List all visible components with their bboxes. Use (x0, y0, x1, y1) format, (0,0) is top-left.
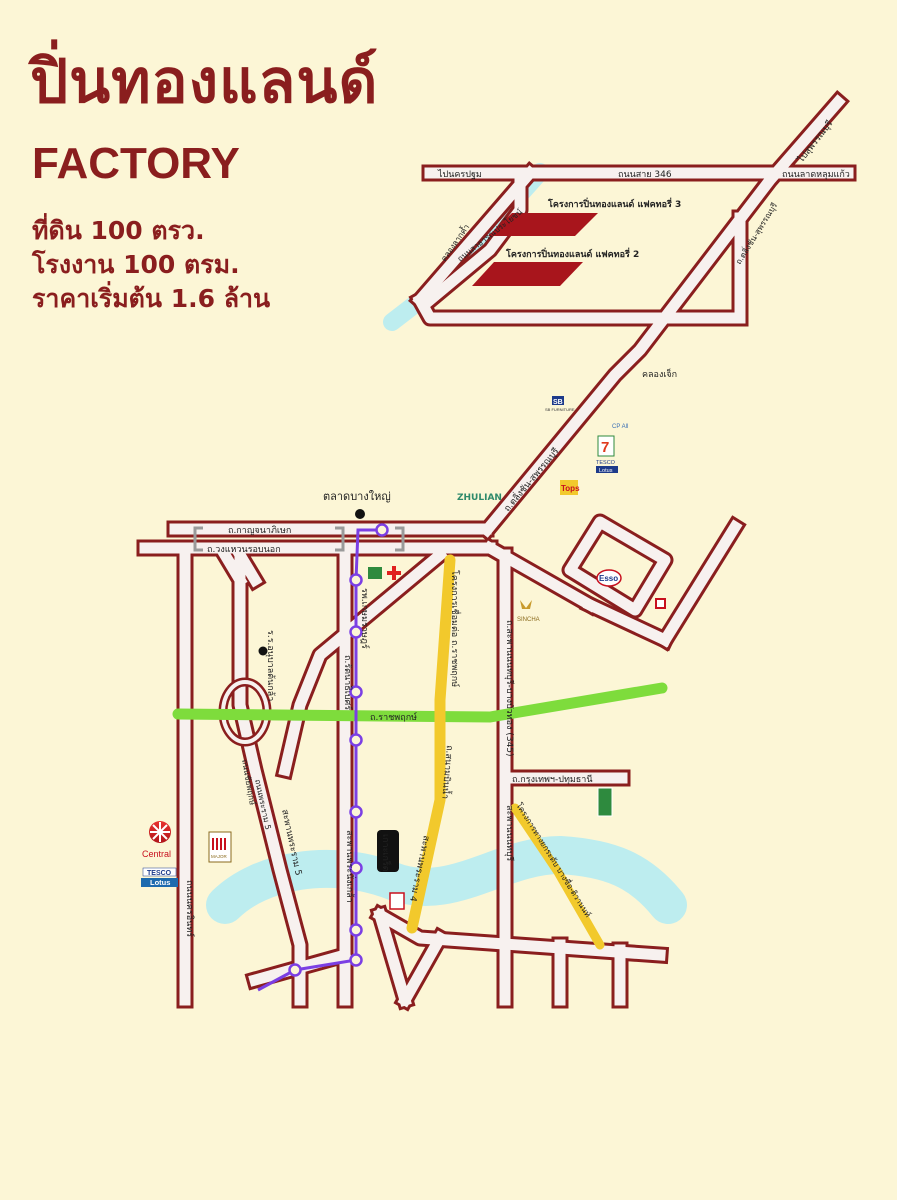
label-rattanathibet: ถ.รัตนาธิเบศร์ (342, 655, 354, 710)
spec-price: ราคาเริ่มต้น 1.6 ล้าน (32, 284, 271, 313)
tops-logo: Tops (560, 480, 580, 495)
label-nonthaburi-345: ถ.สะพานนนทบุรี-บางบัวทอง (345) (504, 620, 515, 757)
spec-factory: โรงงาน 100 ตรม. (32, 250, 240, 279)
factory-3-marker[interactable] (488, 213, 598, 236)
school-dot (258, 646, 268, 656)
purple-stations (288, 523, 389, 977)
brand-subtitle: FACTORY (32, 139, 240, 188)
svg-text:TESCO: TESCO (596, 460, 616, 466)
esso-logo: Esso (596, 569, 622, 587)
shell-icon (655, 598, 666, 609)
label-nakhon-in: ถนนนครอินทร์ (184, 880, 196, 937)
label-pathum-thani: ถ.กรุงเทพฯ-ปทุมธานี (512, 774, 593, 785)
label-hospital: รพ.เกษมราษฎร์ (359, 588, 371, 649)
svg-text:Tops: Tops (561, 484, 580, 493)
label-factory-3[interactable]: โครงการปิ่นทองแลนด์ แฟคทอรี่ 3 (547, 197, 681, 210)
label-factory-2[interactable]: โครงการปิ่นทองแลนด์ แฟคทอรี่ 2 (505, 247, 639, 260)
expressway-line-2 (510, 803, 605, 950)
svg-text:MAJOR: MAJOR (211, 854, 228, 859)
bang-yai-market-dot (355, 509, 365, 519)
label-ratchaphruek-ext: โครงการเชื่อมต่อ ถ.ราชพฤกษ์ (449, 570, 462, 687)
label-zhulian: ZHULIAN (457, 493, 502, 503)
factory-2-marker[interactable] (472, 262, 583, 286)
label-road-346: ถนนสาย 346 (618, 170, 672, 180)
svg-text:Lotus: Lotus (599, 468, 613, 474)
svg-text:Esso: Esso (599, 574, 618, 583)
svg-text:SB FURNITURE: SB FURNITURE (545, 407, 575, 412)
svg-text:CP All: CP All (612, 424, 628, 430)
spec-land: ที่ดิน 100 ตรว. (32, 216, 205, 245)
expressway-line (406, 554, 456, 934)
m-logo-icon (389, 892, 405, 910)
label-khlong-chek: คลองเจ็ก (642, 367, 677, 380)
tesco-lotus-logo: TESCO Lotus (141, 867, 178, 887)
label-kanchanaphisek: ถ.กาญจนาภิเษก (228, 525, 291, 536)
ratchaphruek-line (172, 682, 668, 723)
sincha-logo: SINCHA (517, 600, 540, 623)
roads-fill (139, 94, 854, 1008)
label-ratchaphruek: ถ.ราชพฤกษ์ (370, 711, 417, 723)
brand-title: ปิ่นทองแลนด์ (30, 47, 379, 117)
label-ko-kret: เกาะเกร็ด (380, 834, 393, 872)
ko-kret-box (377, 830, 399, 872)
central-logo: Central (142, 821, 171, 859)
label-taling-chan: ถ.ตลิ่งชัน-สุพรรณบุรี (500, 444, 561, 513)
green-signboard-icon (597, 787, 613, 817)
cpall-logo: CP All (612, 424, 628, 430)
sb-logo: SB SB FURNITURE (545, 396, 575, 412)
svg-text:7: 7 (601, 439, 609, 456)
svg-text:TESCO: TESCO (147, 870, 172, 877)
label-pak-kret-bridge: สะพานพระนั่งเกล้า (344, 830, 357, 903)
svg-text:Lotus: Lotus (150, 878, 170, 887)
tesco-lotus-small-logo: TESCO Lotus (596, 460, 618, 474)
label-lat-lum-kaeo: ถนนลาดหลุมแก้ว (782, 169, 850, 180)
svg-text:SB: SB (553, 399, 563, 406)
seven-eleven-logo: 7 (597, 435, 615, 457)
label-to-nakhon-pathom: ไปนครปฐม (437, 169, 482, 180)
label-outer-ring: ถ.วงแหวนรอบนอก (207, 545, 281, 555)
purple-line (257, 528, 382, 992)
svg-text:SINCHA: SINCHA (517, 617, 540, 623)
river (206, 835, 687, 924)
toll-brackets (193, 526, 405, 552)
label-bang-yai-market: ตลาดบางใหญ่ (323, 490, 391, 503)
place-labels: โครงการปิ่นทองแลนด์ แฟคทอรี่ 3 โครงการปิ… (265, 197, 681, 701)
label-nonthaburi-bridge: สะพานนนทบุรี (504, 805, 515, 861)
label-school: ร.ร.อนุบาลต้นกล้า (265, 630, 276, 701)
major-cineplex-logo: MAJOR (208, 831, 232, 863)
svg-text:Central: Central (142, 849, 171, 859)
hospital-cross-icon (368, 566, 401, 580)
